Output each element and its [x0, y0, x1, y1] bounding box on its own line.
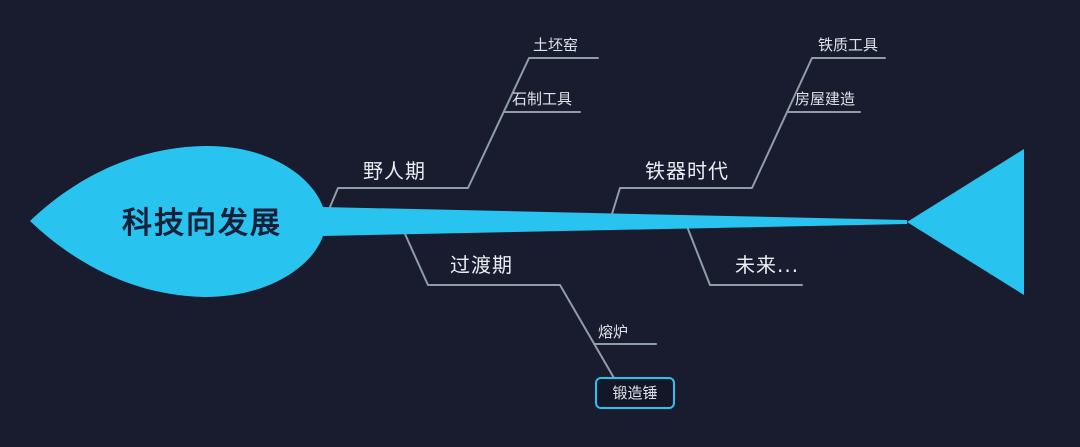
subtopic-label[interactable]: 土坯窑: [533, 36, 578, 54]
branch-topic-label[interactable]: 铁器时代: [645, 159, 729, 183]
selected-subtopic-box[interactable]: [595, 377, 675, 409]
subtopic-label[interactable]: 房屋建造: [795, 90, 855, 108]
root-topic-label[interactable]: 科技向发展: [122, 206, 282, 241]
fish-spine: [322, 207, 907, 236]
branch-line: [611, 57, 886, 215]
subtopic-label[interactable]: 熔炉: [598, 323, 628, 341]
fish-tail: [907, 149, 1024, 295]
branch-line: [687, 228, 803, 286]
branch-topic-label[interactable]: 野人期: [363, 159, 426, 183]
branch-line: [404, 233, 615, 379]
subtopic-label[interactable]: 石制工具: [512, 90, 572, 108]
branch-topic-label[interactable]: 过渡期: [450, 253, 513, 277]
branch-topic-label[interactable]: 未来...: [735, 253, 799, 277]
fish-head-shape[interactable]: [30, 145, 323, 297]
branch-line: [329, 57, 599, 208]
subtopic-label[interactable]: 锻造锤: [612, 384, 657, 402]
subtopic-label[interactable]: 铁质工具: [818, 36, 878, 54]
